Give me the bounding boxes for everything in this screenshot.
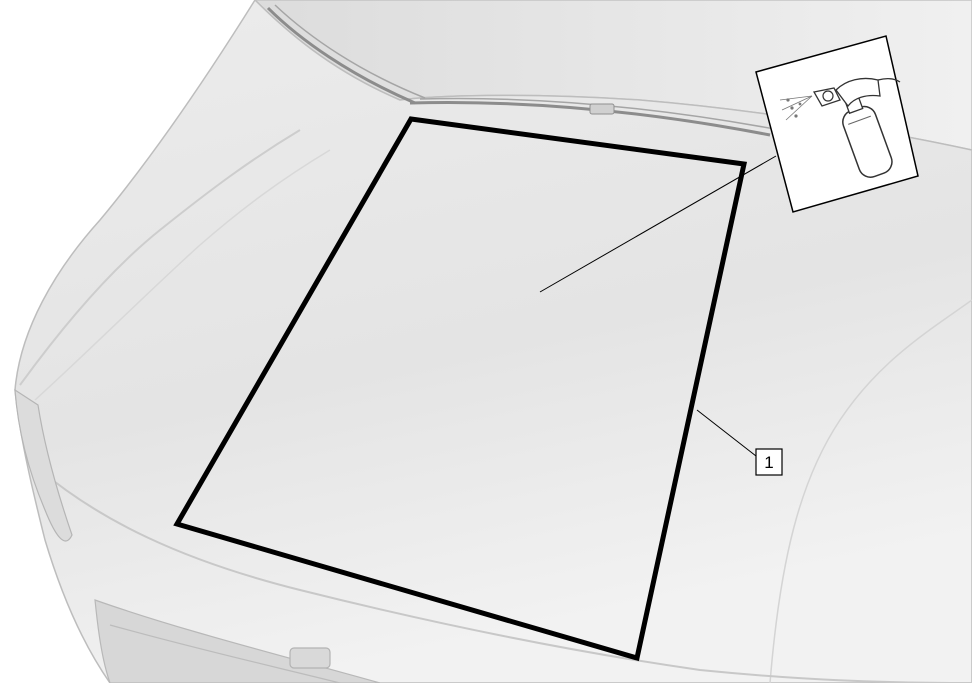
- callout-1-label: 1: [764, 453, 773, 472]
- wiper-pivot: [590, 104, 614, 114]
- emblem: [290, 648, 330, 668]
